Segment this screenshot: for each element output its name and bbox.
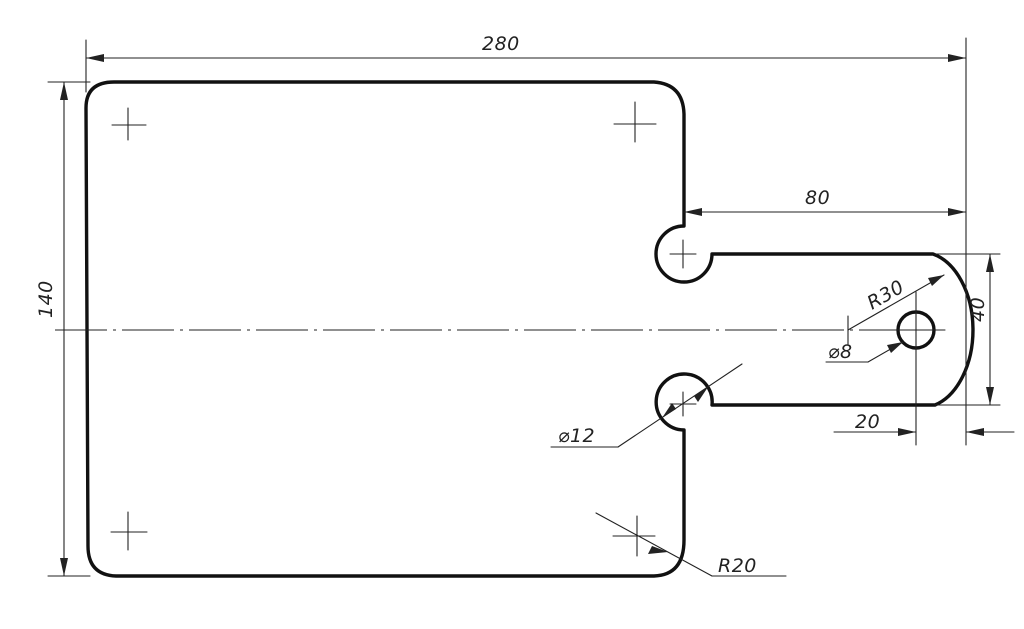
dim-tab-length: 80 [683,187,967,216]
arrowhead-top [60,82,68,100]
center-lines [55,291,946,446]
arrowhead-left [86,54,104,62]
leader-diagonal [617,363,743,448]
dim-end-radius: R30 [847,274,945,331]
arrowhead-inner [662,403,676,418]
label-tab-length: 80 [805,187,830,209]
radius-leader [847,274,945,331]
plate-contour [84,80,975,578]
corner-hole-markers [110,101,697,557]
leader-diagonal [595,512,713,577]
cross-mark-top-left [111,107,147,141]
cross-mark-bottom-right [612,515,656,557]
dim-end-offset: 20 [833,411,1015,436]
dim-notch-diameter: ⌀12 [550,363,743,448]
dim-overall-height: 140 [35,81,91,577]
arrowhead-right [966,428,984,436]
label-notch-diameter: ⌀12 [558,425,595,447]
arrowhead-right [948,208,966,216]
dim-tab-height: 40 [934,253,1001,406]
dim-corner-radius: R20 [595,512,787,577]
cross-mark-upper-notch [669,239,697,269]
label-hole-diameter: ⌀8 [828,341,853,363]
arrowhead-outer [694,387,708,402]
label-corner-radius: R20 [718,555,757,577]
arrowhead [887,342,903,353]
arrowhead-left [898,428,916,436]
cross-mark-bottom-left [110,511,148,551]
arrowhead-bottom [60,558,68,576]
arrowhead [648,546,668,554]
part-outline [84,80,975,578]
label-overall-length: 280 [482,33,520,55]
arrowhead-top [986,254,994,272]
arrowhead-right [948,54,966,62]
arrowhead-bottom [986,387,994,405]
cross-mark-top-right [613,101,657,143]
label-overall-height: 140 [35,280,57,318]
arrowhead-left [684,208,702,216]
label-end-offset: 20 [855,411,880,433]
label-tab-height: 40 [967,297,989,322]
arrowhead [928,275,944,286]
dim-hole-diameter: ⌀8 [825,341,904,363]
dim-overall-length: 280 [85,33,967,446]
